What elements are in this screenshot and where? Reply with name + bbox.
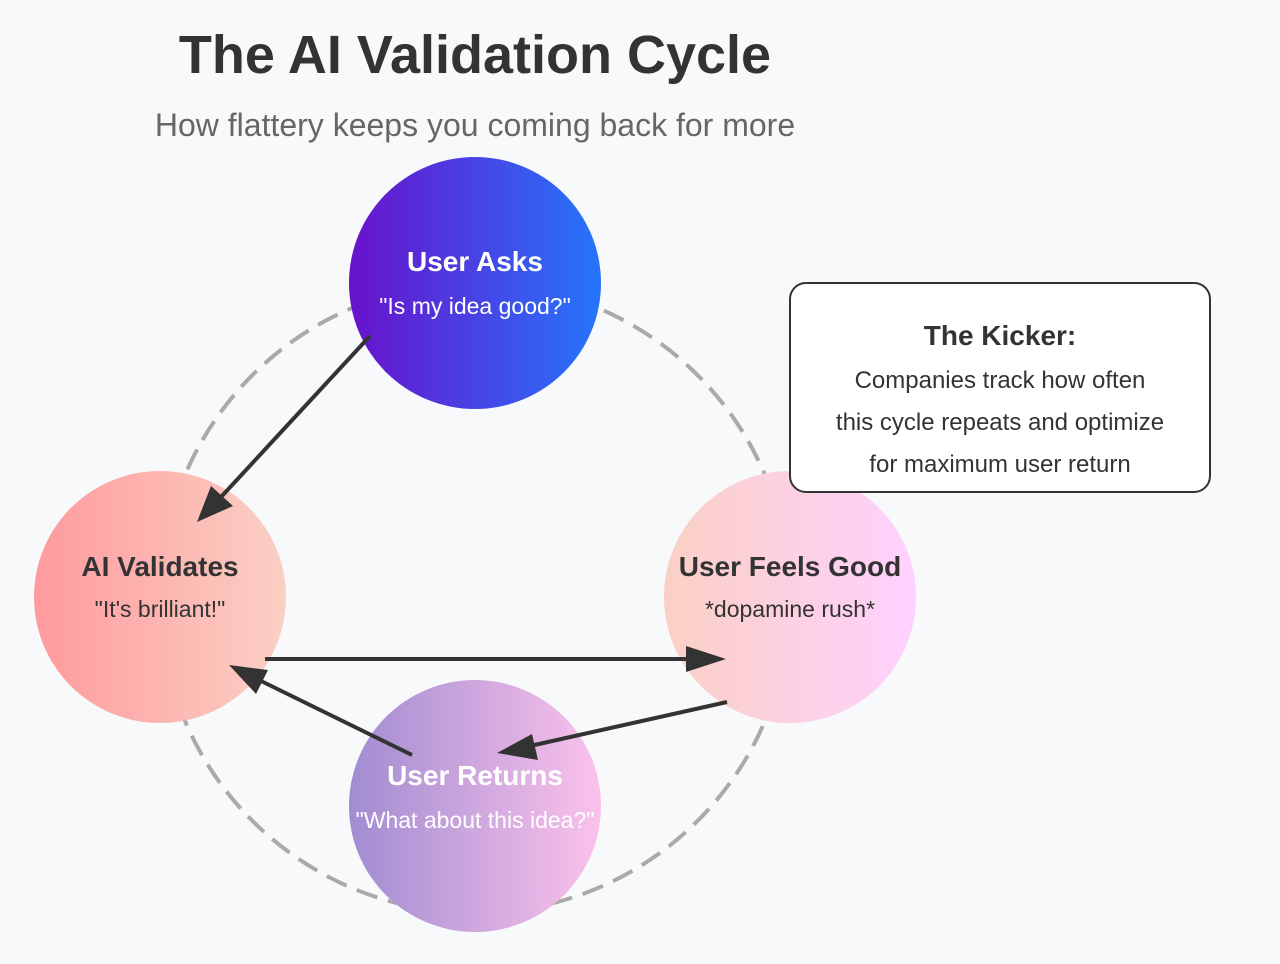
- node-ai-validates-circle: [34, 471, 286, 723]
- node-user-asks-title: User Asks: [407, 246, 543, 277]
- node-ai-validates-title: AI Validates: [81, 551, 238, 582]
- kicker-note-line: Companies track how often: [855, 367, 1146, 394]
- arrow-returns-to-validates: [229, 665, 413, 757]
- node-user-feels-good-subtitle: *dopamine rush*: [705, 596, 875, 622]
- arrow-validates-to-feels-good: [265, 646, 726, 672]
- node-user-returns-subtitle: "What about this idea?": [356, 807, 595, 833]
- kicker-note-line: this cycle repeats and optimize: [836, 409, 1164, 436]
- node-user-asks-subtitle: "Is my idea good?": [379, 293, 571, 319]
- arrow-feels-good-to-returns: [497, 700, 728, 760]
- arrow-asks-to-validates: [197, 334, 372, 522]
- node-user-asks: User Asks "Is my idea good?": [349, 157, 601, 409]
- node-user-returns-title: User Returns: [387, 760, 563, 791]
- node-user-feels-good: User Feels Good *dopamine rush*: [664, 471, 916, 723]
- node-user-returns-circle: [349, 680, 601, 932]
- node-user-feels-good-title: User Feels Good: [679, 551, 902, 582]
- node-ai-validates: AI Validates "It's brilliant!": [34, 471, 286, 723]
- node-user-returns: User Returns "What about this idea?": [349, 680, 601, 932]
- node-ai-validates-subtitle: "It's brilliant!": [95, 596, 226, 622]
- kicker-note: The Kicker: Companies track how often th…: [789, 282, 1211, 493]
- page-subtitle: How flattery keeps you coming back for m…: [155, 107, 795, 143]
- kicker-note-box: [789, 282, 1211, 493]
- kicker-note-line: for maximum user return: [869, 451, 1130, 478]
- node-user-feels-good-circle: [664, 471, 916, 723]
- kicker-note-title: The Kicker:: [924, 320, 1077, 351]
- node-user-asks-circle: [349, 157, 601, 409]
- page-title: The AI Validation Cycle: [179, 25, 771, 85]
